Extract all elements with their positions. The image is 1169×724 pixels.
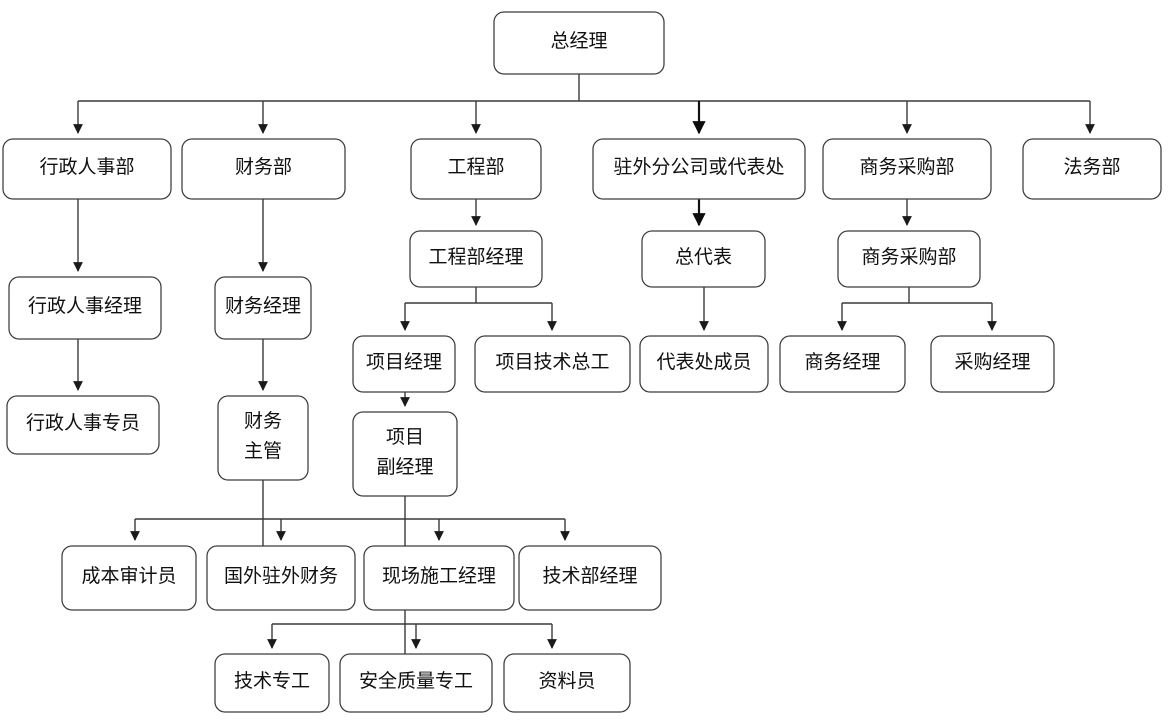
org-node-label: 商务经理 xyxy=(804,351,880,373)
org-node-label: 成本审计员 xyxy=(81,565,176,587)
org-node[interactable]: 资料员 xyxy=(503,653,631,713)
org-node-label: 安全质量专工 xyxy=(359,670,473,692)
org-node[interactable]: 行政人事经理 xyxy=(8,276,162,340)
org-node[interactable]: 总经理 xyxy=(493,11,665,75)
org-node-label: 行政人事部 xyxy=(39,156,134,178)
org-node-box[interactable] xyxy=(641,230,766,288)
org-node[interactable]: 技术专工 xyxy=(214,653,330,713)
connector-layer xyxy=(73,74,1095,669)
org-node-label: 行政人事专员 xyxy=(26,412,140,434)
org-node-box[interactable] xyxy=(181,138,346,200)
org-node[interactable]: 项目技术总工 xyxy=(474,335,631,393)
org-node-label: 法务部 xyxy=(1063,156,1120,178)
org-node-box[interactable] xyxy=(592,138,806,200)
org-node-label: 商务采购部 xyxy=(859,156,954,178)
org-node-label: 技术部经理 xyxy=(542,565,637,587)
org-node[interactable]: 商务采购部 xyxy=(822,138,992,200)
org-node-box[interactable] xyxy=(352,411,458,497)
org-node[interactable]: 现场施工经理 xyxy=(363,545,515,611)
org-node-label: 项目副经理 xyxy=(376,427,433,478)
org-node-box[interactable] xyxy=(206,545,356,611)
org-node[interactable]: 财务主管 xyxy=(217,395,309,481)
org-node-box[interactable] xyxy=(493,11,665,75)
org-node-box[interactable] xyxy=(352,335,456,393)
org-node-box[interactable] xyxy=(1022,138,1162,200)
org-node[interactable]: 驻外分公司或代表处 xyxy=(592,138,806,200)
org-node[interactable]: 项目经理 xyxy=(352,335,456,393)
org-node[interactable]: 代表处成员 xyxy=(639,335,769,393)
org-node-box[interactable] xyxy=(217,395,309,481)
org-node-label: 技术专工 xyxy=(234,670,310,692)
org-node-box[interactable] xyxy=(779,335,906,393)
org-node-box[interactable] xyxy=(474,335,631,393)
org-node[interactable]: 项目副经理 xyxy=(352,411,458,497)
org-node-label: 行政人事经理 xyxy=(28,295,142,317)
org-node[interactable]: 采购经理 xyxy=(930,335,1055,393)
org-node-label: 驻外分公司或代表处 xyxy=(613,156,784,178)
org-node[interactable]: 安全质量专工 xyxy=(339,653,493,713)
org-node-box[interactable] xyxy=(409,230,543,288)
org-node[interactable]: 国外驻外财务 xyxy=(206,545,356,611)
org-node-label: 财务部 xyxy=(235,156,292,178)
org-node-box[interactable] xyxy=(8,276,162,340)
org-node-box[interactable] xyxy=(503,653,631,713)
org-node-box[interactable] xyxy=(363,545,515,611)
org-node[interactable]: 技术部经理 xyxy=(518,545,662,611)
org-node-box[interactable] xyxy=(6,395,160,455)
node-layer: 总经理行政人事部财务部工程部驻外分公司或代表处商务采购部法务部行政人事经理财务经… xyxy=(2,11,1162,713)
org-node-label: 商务采购部 xyxy=(861,246,956,268)
org-node[interactable]: 成本审计员 xyxy=(61,545,197,611)
org-node-label: 工程部 xyxy=(447,156,504,178)
org-node-label: 项目经理 xyxy=(366,351,442,373)
org-node-label: 现场施工经理 xyxy=(382,565,496,587)
org-node[interactable]: 商务采购部 xyxy=(837,230,981,288)
org-node-label: 财务经理 xyxy=(225,295,301,317)
org-node-box[interactable] xyxy=(822,138,992,200)
org-node[interactable]: 财务部 xyxy=(181,138,346,200)
org-node-box[interactable] xyxy=(930,335,1055,393)
org-node[interactable]: 商务经理 xyxy=(779,335,906,393)
org-node-label: 项目技术总工 xyxy=(495,351,609,373)
org-node-label: 总经理 xyxy=(550,30,607,52)
org-node-label: 国外驻外财务 xyxy=(224,565,338,587)
org-node-label: 采购经理 xyxy=(954,351,1030,373)
org-node-box[interactable] xyxy=(410,138,542,200)
org-node[interactable]: 行政人事部 xyxy=(2,138,172,200)
org-node[interactable]: 总代表 xyxy=(641,230,766,288)
org-node-box[interactable] xyxy=(61,545,197,611)
org-node-label: 工程部经理 xyxy=(428,246,523,268)
org-node-box[interactable] xyxy=(214,276,312,340)
org-node-box[interactable] xyxy=(639,335,769,393)
org-node[interactable]: 工程部 xyxy=(410,138,542,200)
org-node-label: 总代表 xyxy=(675,246,732,268)
org-node-label: 资料员 xyxy=(538,670,595,692)
org-node[interactable]: 法务部 xyxy=(1022,138,1162,200)
org-node-label: 财务主管 xyxy=(244,410,282,462)
org-node-box[interactable] xyxy=(214,653,330,713)
org-node-label: 代表处成员 xyxy=(656,351,751,373)
org-node[interactable]: 工程部经理 xyxy=(409,230,543,288)
org-node[interactable]: 行政人事专员 xyxy=(6,395,160,455)
org-node-box[interactable] xyxy=(2,138,172,200)
org-node[interactable]: 财务经理 xyxy=(214,276,312,340)
org-node-box[interactable] xyxy=(518,545,662,611)
org-node-box[interactable] xyxy=(339,653,493,713)
org-node-box[interactable] xyxy=(837,230,981,288)
